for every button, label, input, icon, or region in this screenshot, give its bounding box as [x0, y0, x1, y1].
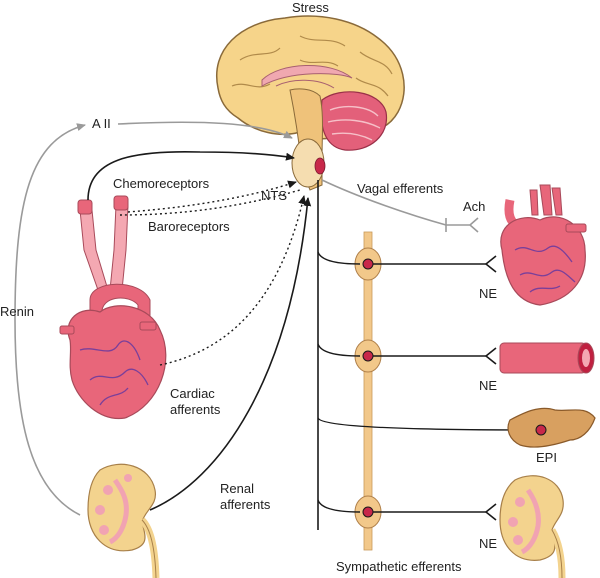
label-ne-heart: NE [479, 286, 497, 301]
kidney-right [499, 475, 566, 578]
label-vagal-efferents: Vagal efferents [357, 181, 444, 196]
vagal-efferent [321, 179, 447, 226]
heart-right [500, 184, 587, 306]
label-ne-vessel: NE [479, 378, 497, 393]
brain [216, 15, 405, 191]
cardiac-afferent [159, 195, 307, 366]
label-renal-afferents: afferents [220, 497, 271, 512]
label-ach: Ach [463, 199, 485, 214]
renal-afferent [149, 197, 312, 511]
renin-arrow [14, 123, 86, 516]
label-chemoreceptors: Chemoreceptors [113, 176, 210, 191]
label-stress: Stress [292, 0, 329, 15]
label-baroreceptors: Baroreceptors [148, 219, 230, 234]
chemoreceptor-afferent [87, 150, 295, 201]
kidney-left [87, 463, 160, 578]
sympathetic-chain [317, 180, 531, 551]
adrenal-gland [507, 407, 596, 448]
label-renin: Renin [0, 304, 34, 319]
label-cardiac-afferents: afferents [170, 402, 221, 417]
label-epi: EPI [536, 450, 557, 465]
label-sympathetic-efferents: Sympathetic efferents [336, 559, 462, 574]
blood-vessel [499, 342, 595, 374]
label-ne-kidney: NE [479, 536, 497, 551]
label-nts: NTS [261, 188, 287, 203]
label-renal: Renal [220, 481, 254, 496]
ach-synapse [445, 217, 479, 233]
label-cardiac: Cardiac [170, 386, 215, 401]
heart-left [59, 195, 167, 420]
baroreceptor-afferent-2 [119, 189, 301, 216]
label-a2: A II [92, 116, 111, 131]
nts-dot [314, 157, 326, 175]
angiotensin-arrow [117, 121, 293, 139]
